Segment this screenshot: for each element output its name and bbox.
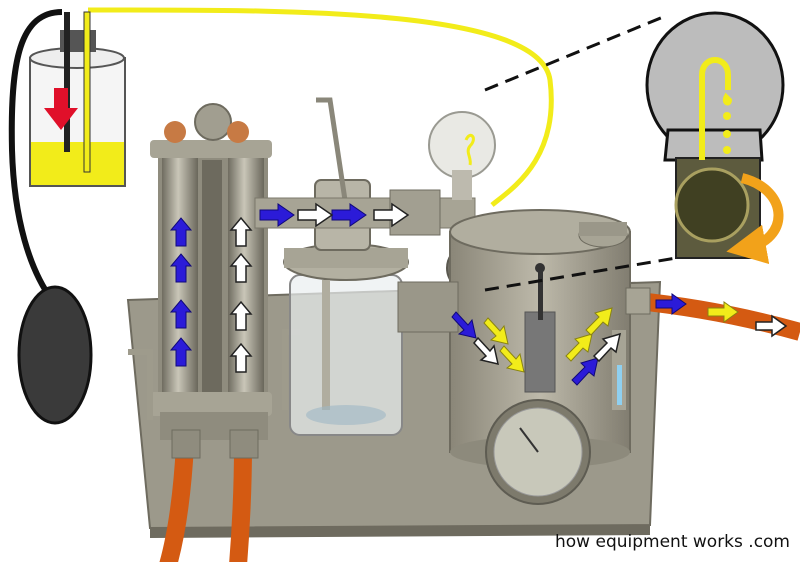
flow-arrow-icon bbox=[169, 299, 193, 329]
flow-arrow-icon bbox=[373, 202, 410, 228]
flow-arrow-icon bbox=[451, 311, 477, 339]
flow-arrow-icon bbox=[707, 301, 739, 323]
site-credit: how equipment works .com bbox=[555, 532, 790, 552]
flow-arrow-icon bbox=[229, 342, 253, 373]
flow-arrow-icon bbox=[169, 337, 193, 367]
light-bulb bbox=[428, 111, 496, 200]
flow-arrow-icon bbox=[169, 253, 193, 283]
flow-arrow-icon bbox=[229, 216, 253, 247]
flow-arrows-white bbox=[229, 202, 788, 373]
flow-arrow-icon bbox=[565, 333, 593, 362]
flow-arrow-icon bbox=[585, 307, 613, 336]
pressure-gauge bbox=[485, 399, 591, 505]
inset-magnified-bulb bbox=[645, 11, 785, 265]
flow-arrow-icon bbox=[592, 332, 622, 363]
base-plate-edge bbox=[150, 525, 650, 538]
callout-line-lower bbox=[484, 256, 677, 292]
flow-arrow-icon bbox=[571, 357, 599, 386]
supply-hose-right bbox=[229, 444, 252, 562]
side-pipe-left bbox=[128, 349, 153, 420]
flow-arrow-icon bbox=[169, 217, 193, 247]
flow-arrow-icon bbox=[655, 293, 687, 315]
down-arrow-icon bbox=[44, 88, 78, 130]
flow-arrows-blue bbox=[169, 203, 687, 386]
flow-arrow-icon bbox=[229, 300, 253, 331]
flow-arrow-icon bbox=[331, 203, 367, 227]
fuel-line bbox=[88, 7, 554, 207]
curved-arrow-icon bbox=[726, 173, 784, 265]
flow-arrow-icon bbox=[229, 252, 253, 283]
supply-hose-left bbox=[159, 444, 194, 562]
hose-connector-right bbox=[229, 429, 259, 459]
flow-arrow-icon bbox=[259, 203, 295, 227]
droplet-icon bbox=[722, 92, 733, 106]
flow-arrow-icon bbox=[297, 202, 334, 228]
fuel-reservoir bbox=[29, 11, 126, 187]
flow-arrow-icon bbox=[499, 345, 525, 373]
bag-tube bbox=[8, 9, 63, 302]
flow-arrow-icon bbox=[755, 314, 788, 338]
outlet-connector bbox=[625, 287, 651, 315]
flowmeter-block bbox=[150, 103, 272, 440]
glass-bottle bbox=[283, 97, 409, 436]
callout-line-upper bbox=[484, 13, 669, 92]
hose-connector-left bbox=[171, 429, 201, 459]
flow-arrows-yellow bbox=[483, 301, 739, 373]
flow-arrow-icon bbox=[483, 317, 509, 345]
flow-arrow-icon bbox=[473, 336, 499, 366]
rubber-bag bbox=[17, 285, 93, 425]
